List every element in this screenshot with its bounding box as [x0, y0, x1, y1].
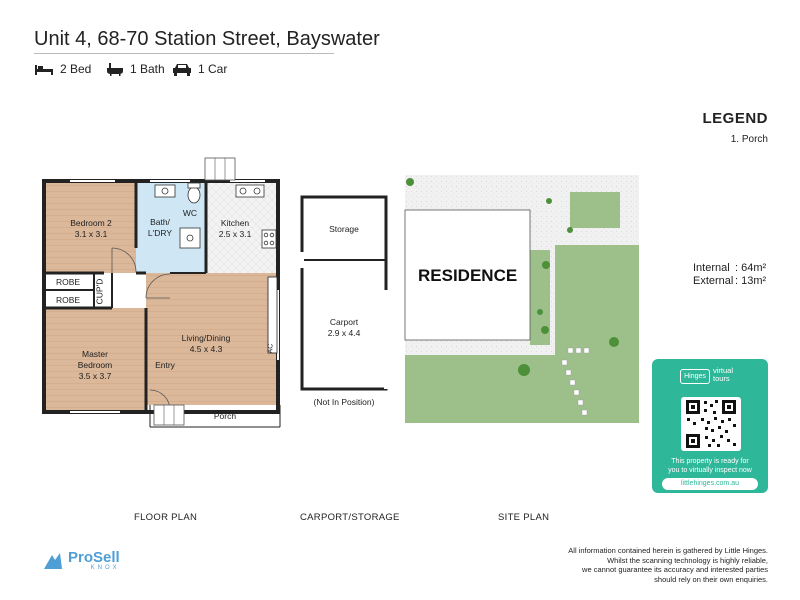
room-kitchen-label: Kitchen: [220, 218, 250, 228]
title-divider: [34, 53, 334, 54]
feature-baths-label: 1 Bath: [130, 62, 165, 76]
room-kitchen-size: 2.5 x 3.1: [218, 229, 252, 239]
area-internal-value: : 64m²: [735, 262, 767, 274]
room-robe1: ROBE: [55, 277, 81, 287]
prosell-sub: KNOX: [90, 565, 120, 571]
ac-label: AC: [267, 343, 275, 354]
feature-cars-label: 1 Car: [198, 62, 228, 76]
room-master-size: 3.5 x 3.7: [78, 371, 112, 381]
room-carport-size: 2.9 x 4.4: [327, 328, 361, 338]
room-bath: Bath/ L'DRY: [147, 217, 173, 238]
qr-text: This property is ready for you to virtua…: [668, 458, 752, 474]
bedroom2-floor: [44, 181, 136, 273]
room-storage: Storage: [329, 224, 359, 234]
area-external-label: External: [693, 275, 734, 287]
car-icon: [173, 64, 191, 76]
prosell-name: ProSell: [68, 549, 120, 566]
caption-carport: CARPORT/STORAGE: [300, 512, 400, 523]
hinges-brand: Hinges: [680, 369, 710, 384]
carport-outline: [300, 195, 388, 391]
master-floor: [44, 308, 146, 412]
room-robe2: ROBE: [55, 295, 81, 305]
site-residence-label: RESIDENCE: [418, 266, 518, 285]
carport-note: (Not In Position): [313, 397, 375, 407]
prosell-arrow-icon: [44, 552, 62, 569]
legend-heading: LEGEND: [702, 110, 768, 127]
room-entry: Entry: [155, 360, 175, 370]
room-bedroom2-size: 3.1 x 3.1: [74, 229, 108, 239]
room-living-size: 4.5 x 4.3: [189, 344, 223, 354]
room-bedroom2-label: Bedroom 2: [70, 218, 112, 228]
room-porch: Porch: [213, 411, 237, 421]
disclaimer: All information contained herein is gath…: [568, 546, 768, 584]
bed-icon: [35, 65, 53, 75]
room-wc: WC: [182, 208, 198, 218]
room-cupd: CUP'D: [94, 278, 105, 305]
residence-footprint: [404, 209, 531, 341]
caption-floor-plan: FLOOR PLAN: [134, 512, 198, 523]
area-internal: Internal : 64m²: [693, 262, 766, 274]
area-internal-label: Internal: [693, 262, 730, 274]
living-floor: [146, 273, 278, 405]
page-title: Unit 4, 68-70 Station Street, Bayswater: [34, 28, 380, 50]
feature-beds-label: 2 Bed: [60, 62, 92, 76]
bath-icon: [107, 63, 123, 76]
feature-cars: 1 Car: [172, 62, 227, 76]
feature-beds: 2 Bed: [34, 62, 91, 76]
feature-baths: 1 Bath: [106, 62, 165, 76]
room-living-label: Living/Dining: [181, 333, 231, 343]
ac-unit: [267, 276, 278, 354]
qr-code[interactable]: [681, 397, 741, 451]
qr-url-link[interactable]: littlehinges.com.au: [662, 478, 758, 490]
area-external: External: 13m²: [693, 275, 766, 287]
caption-site-plan: SITE PLAN: [498, 512, 550, 523]
hinges-brand-sub: virtual tours: [713, 366, 734, 383]
legend-item: 1. Porch: [730, 134, 768, 145]
area-external-value: : 13m²: [735, 275, 767, 287]
room-master-label: Master Bedroom: [77, 349, 113, 370]
qr-pattern: [686, 400, 736, 448]
prosell-logo: ProSell KNOX: [42, 550, 120, 571]
room-carport-label: Carport: [329, 317, 359, 327]
